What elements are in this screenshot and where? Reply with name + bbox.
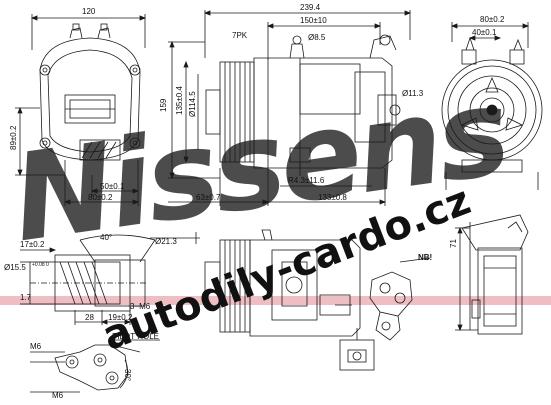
dim-71: 71 xyxy=(449,239,458,248)
dim-80-top: 80±0.2 xyxy=(480,15,505,24)
dim-m6-b: M6 xyxy=(52,391,64,400)
pilot-hole-label: PILOT HOLE xyxy=(112,332,159,341)
dim-63: 63±0.7 xyxy=(196,193,221,202)
pilot-hole-detail xyxy=(30,339,160,393)
shaft-detail-bottom-left xyxy=(20,234,156,325)
dim-213: Ø21.3 xyxy=(155,237,177,246)
dim-85: Ø8.5 xyxy=(308,33,326,42)
dim-135: 135±0.4 xyxy=(175,86,184,115)
dim-40: 40±0.1 xyxy=(472,28,497,37)
compressor-lower-view xyxy=(150,229,361,337)
dim-7pk: 7PK xyxy=(232,31,248,40)
pulley-front-view-top-right xyxy=(441,22,543,190)
dim-120: 120 xyxy=(82,7,96,16)
dim-239: 239.4 xyxy=(300,3,321,12)
dim-133: 133±0.8 xyxy=(318,193,347,202)
dim-m6-a: M6 xyxy=(30,342,42,351)
dim-3m6: 3−M6 xyxy=(130,302,151,311)
dim-30deg: 30° xyxy=(123,369,132,381)
dim-28: 28 xyxy=(85,313,94,322)
dim-17: 17±0.2 xyxy=(20,240,45,249)
dim-19: 19±0.2 xyxy=(108,313,133,322)
dimension-labels: 120 239.4 150±10 80±0.2 40±0.1 7PK Ø8.5 … xyxy=(4,3,505,400)
brand-watermark: Nissens xyxy=(5,63,515,270)
valve-bracket-detail xyxy=(339,257,431,371)
dim-155-tol: +0.08 0 xyxy=(32,262,49,268)
dim-80-bottom: 80±0.2 xyxy=(88,193,113,202)
compressor-main-view-top-center xyxy=(168,10,412,206)
dim-40deg: 40° xyxy=(100,233,112,242)
dim-113: Ø11.3 xyxy=(402,89,424,98)
dim-155: Ø15.5 xyxy=(4,263,26,272)
dim-17b: 1.7 xyxy=(20,293,32,302)
dim-114: Ø114.5 xyxy=(188,91,197,117)
dim-159: 159 xyxy=(159,98,168,112)
dim-50: 50±0.1 xyxy=(100,182,125,191)
dim-150: 150±10 xyxy=(300,16,327,25)
dim-89: 89±0.2 xyxy=(9,125,18,150)
brand-watermark-text: Nissens xyxy=(5,63,515,270)
side-connector-view xyxy=(455,214,529,335)
compressor-side-view-top-left xyxy=(15,14,147,206)
dim-43: R4.3±11.6 xyxy=(288,176,325,185)
note-nb: NB! xyxy=(418,253,432,262)
red-stripe xyxy=(0,296,551,305)
